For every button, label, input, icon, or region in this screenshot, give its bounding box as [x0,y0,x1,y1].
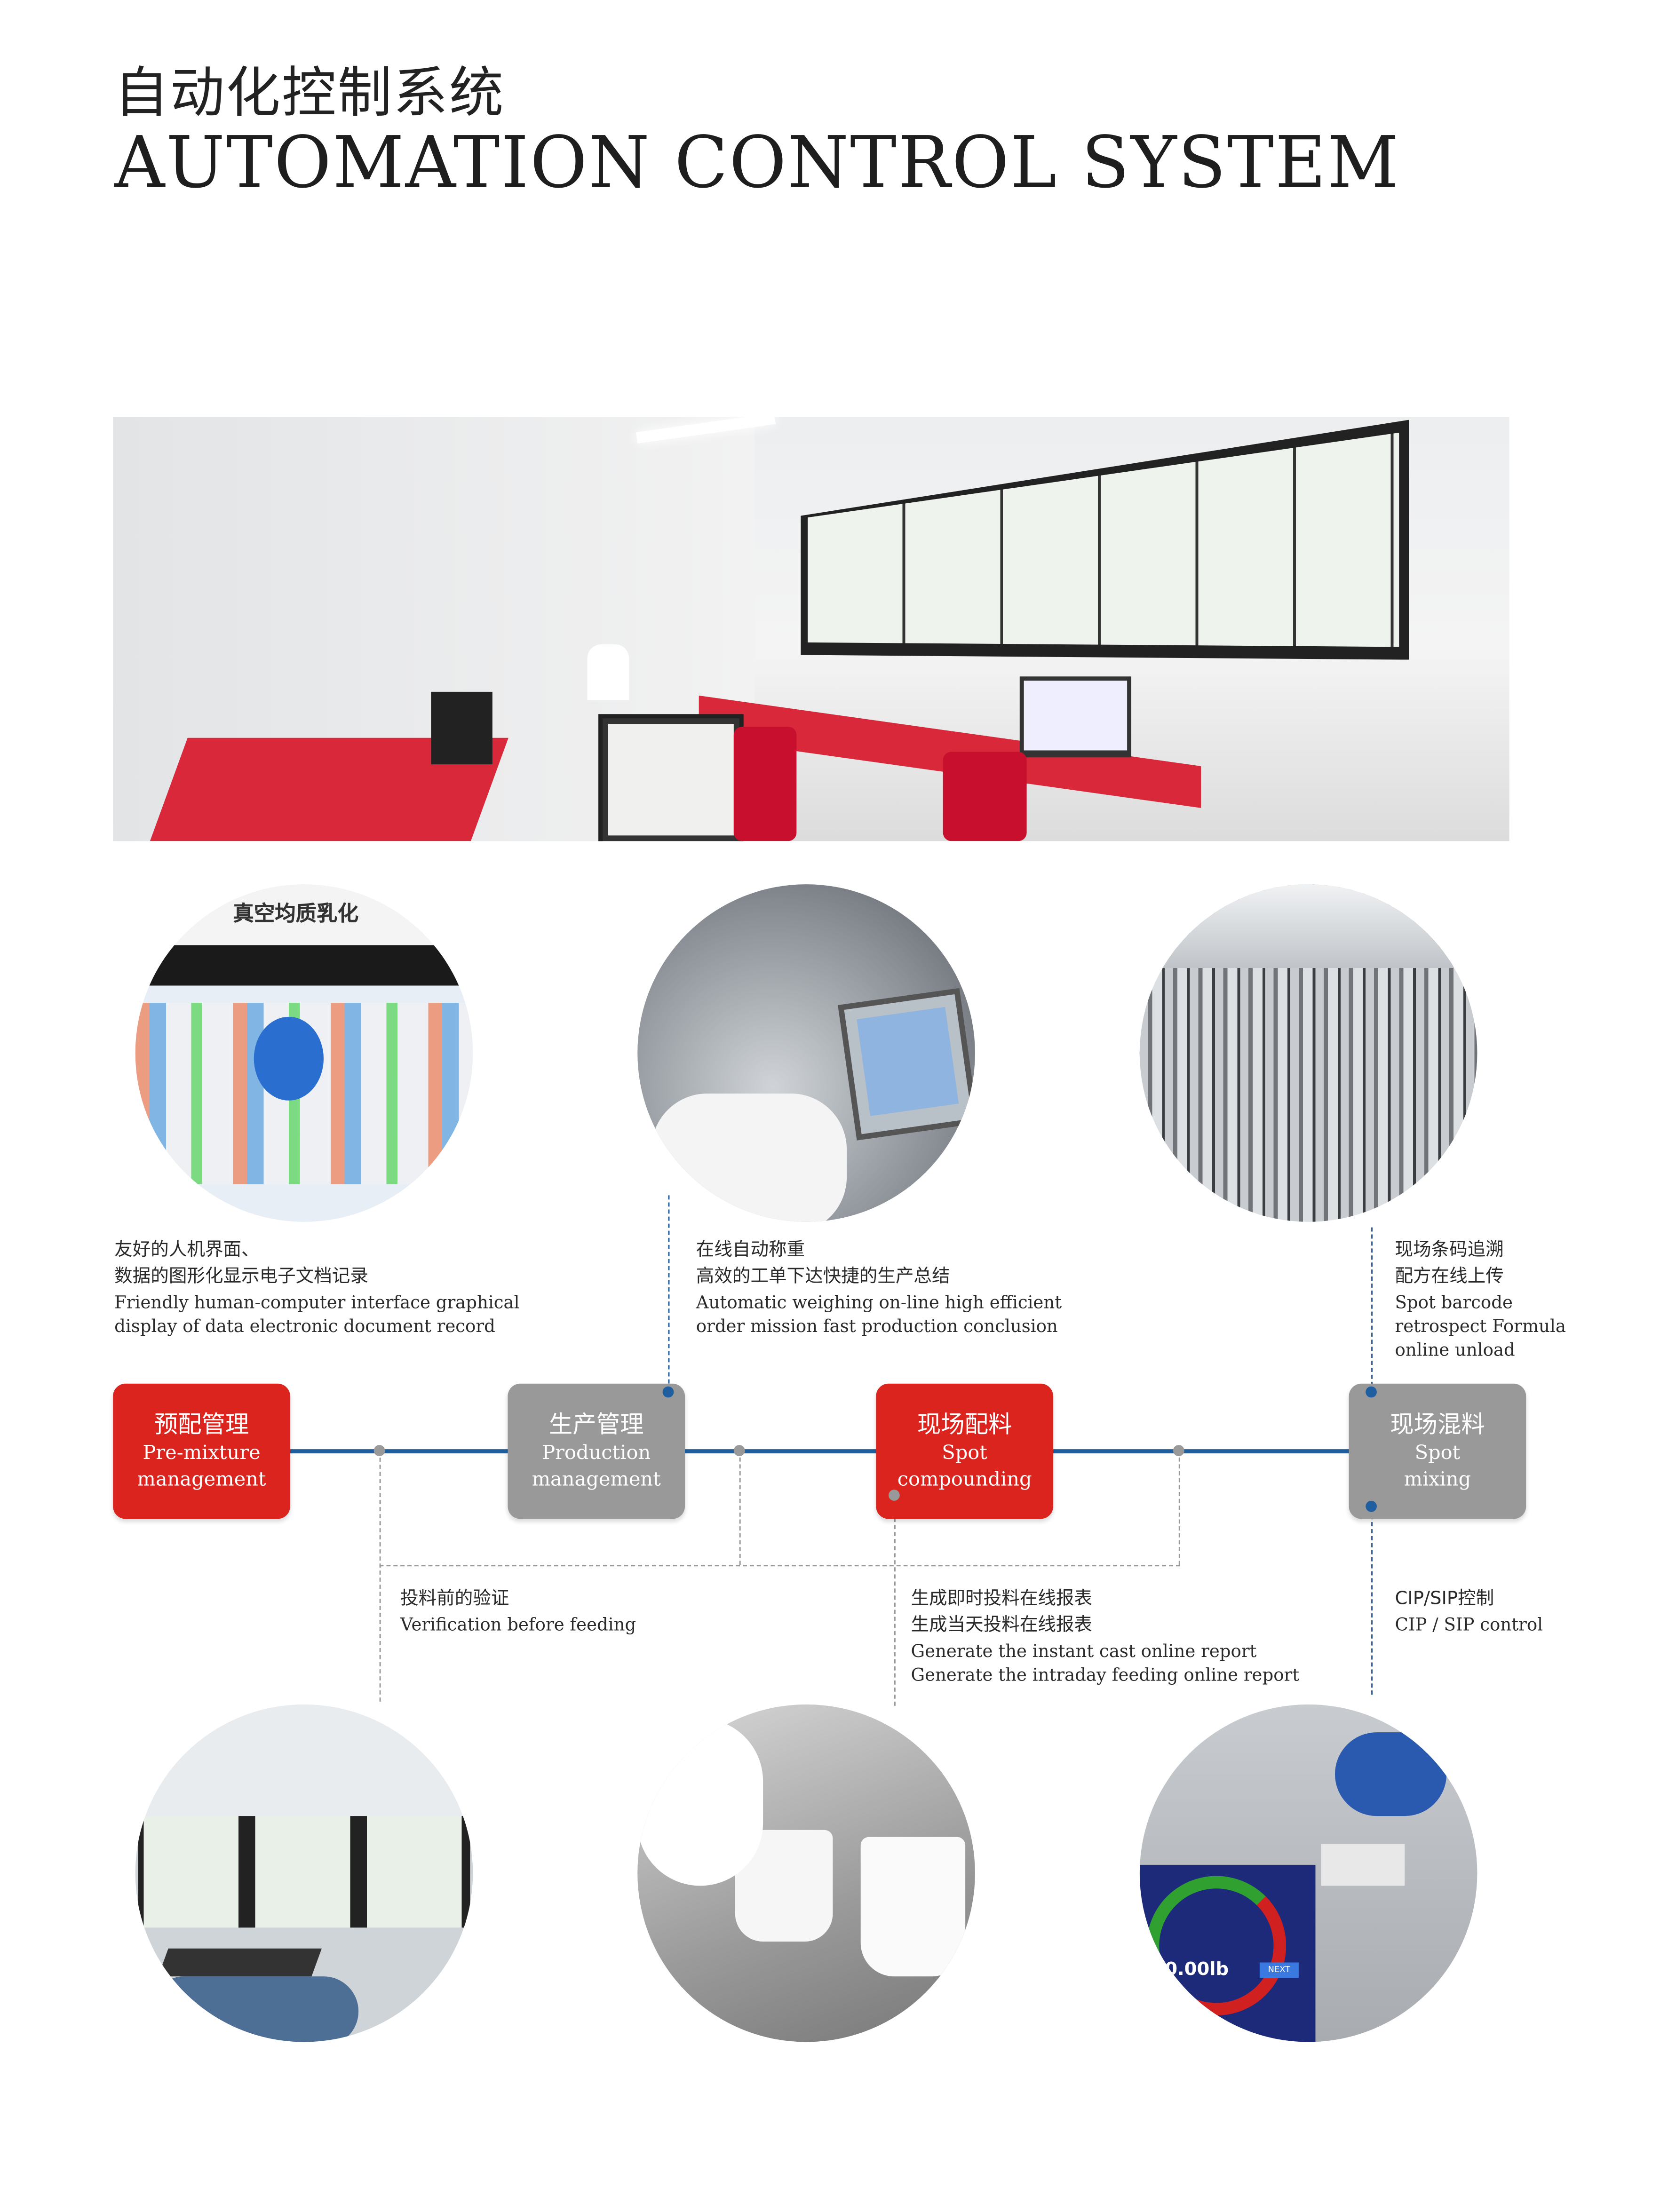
dashed-connector [739,1451,741,1565]
desc-en-line: Automatic weighing on-line high efficien… [696,1292,1062,1313]
video-wall-screens [808,432,1399,647]
red-chair [733,727,797,841]
step-label-en: management [137,1468,266,1491]
operator [1334,1732,1447,1816]
desc-cn-line: CIP/SIP控制 [1395,1588,1494,1610]
connector-dot [1366,1386,1377,1398]
desc-en-line: display of data electronic document reco… [114,1315,495,1336]
tank-graphic [254,1016,324,1101]
connector-dot [373,1445,385,1456]
keyboard [158,1948,322,1977]
dashed-connector [379,1565,1180,1567]
scale-reading: 0.00lb [1165,1959,1229,1981]
desc-cn-line: 高效的工单下达快捷的生产总结 [696,1266,950,1288]
step-label-en: Production [542,1441,651,1464]
monitors [138,1816,470,1928]
desc-en-line: Verification before feeding [400,1614,636,1635]
description-hmi: 友好的人机界面、 数据的图形化显示电子文档记录 Friendly human-c… [114,1237,519,1338]
step-label-en: Pre-mixture [143,1441,261,1464]
desc-en-line: order mission fast production conclusion [696,1315,1058,1336]
description-barcode: 现场条码追溯 配方在线上传 Spot barcode retrospect Fo… [1395,1237,1566,1361]
red-chair [943,752,1027,841]
step-label-en: management [532,1468,661,1491]
hmi-panel-title: 真空均质乳化 [233,901,359,927]
description-cip: CIP/SIP控制 CIP / SIP control [1395,1586,1543,1636]
scale [1321,1844,1405,1886]
operator-arm [651,1093,847,1222]
touchscreen-operation-photo [637,884,975,1222]
desc-cn-line: 生成即时投料在线报表 [911,1588,1093,1610]
desc-cn-line: 生成当天投料在线报表 [911,1615,1093,1636]
mixing-equipment-photo [1139,884,1477,1222]
desc-cn-line: 现场条码追溯 [1395,1240,1504,1261]
step-label-cn: 生产管理 [548,1411,644,1439]
gauge-icon [1146,1876,1287,2016]
monitor [431,691,492,765]
control-room-photo [113,417,1509,841]
flow-step-mixing: 现场混料 Spot mixing [1349,1383,1526,1519]
desc-en-line: online unload [1395,1339,1515,1360]
connector-dot [1173,1445,1184,1456]
hmi-screen-photo: 真空均质乳化 [135,884,473,1222]
description-weighing: 在线自动称重 高效的工单下达快捷的生产总结 Automatic weighing… [696,1237,1062,1338]
step-label-en: Spot [942,1441,987,1464]
desc-cn-line: 友好的人机界面、 [114,1240,260,1261]
connector-dot [889,1490,900,1501]
description-verification: 投料前的验证 Verification before feeding [400,1586,636,1636]
desc-en-line: retrospect Formula [1395,1315,1566,1336]
ceiling [1139,884,1477,968]
scale-next-button: NEXT [1259,1962,1299,1978]
blue-dashed-connector [668,1195,670,1391]
connector-dot [733,1445,745,1456]
step-label-en: mixing [1404,1468,1471,1491]
operator [637,1718,763,1886]
step-label-en: Spot [1414,1441,1461,1464]
flow-step-production: 生产管理 Production management [508,1383,685,1519]
connector-dot [1366,1500,1377,1512]
desc-cn-line: 投料前的验证 [400,1588,509,1610]
workstation-monitors-photo [135,1704,473,2042]
desc-cn-line: 数据的图形化显示电子文档记录 [114,1266,368,1288]
operator [587,644,629,700]
step-label-cn: 预配管理 [154,1411,249,1439]
step-label-cn: 现场混料 [1390,1411,1485,1439]
feeding-buckets-photo [637,1704,975,2042]
desc-en-line: Friendly human-computer interface graphi… [114,1292,520,1313]
connector-dot [662,1386,674,1398]
desc-en-line: CIP / SIP control [1395,1614,1543,1635]
monitor [598,714,744,841]
step-label-cn: 现场配料 [917,1411,1012,1439]
flow-line [290,1449,1350,1454]
touch-panel [838,988,975,1141]
dashed-connector [1178,1451,1180,1565]
bucket [860,1837,966,1977]
desc-en-line: Generate the intraday feeding online rep… [911,1664,1300,1685]
page-title-cn: 自动化控制系统 [114,63,505,126]
desc-en-line: Generate the instant cast online report [911,1640,1257,1661]
scale-display: 0.00lb NEXT [1139,1864,1316,2042]
description-reports: 生成即时投料在线报表 生成当天投料在线报表 Generate the insta… [911,1586,1299,1687]
desc-en-line: Spot barcode [1395,1292,1513,1313]
dashed-connector [894,1496,896,1706]
page-title-en: AUTOMATION CONTROL SYSTEM [114,122,1400,205]
monitor [1019,676,1132,758]
desc-cn-line: 在线自动称重 [696,1240,805,1261]
operator-arm [149,1976,359,2042]
flow-step-premixture: 预配管理 Pre-mixture management [113,1383,290,1519]
flow-step-compounding: 现场配料 Spot compounding [876,1383,1053,1519]
step-label-en: compounding [897,1468,1032,1491]
desc-cn-line: 配方在线上传 [1395,1266,1504,1288]
dashed-connector [379,1451,381,1702]
weighing-scale-photo: 0.00lb NEXT [1139,1704,1477,2042]
